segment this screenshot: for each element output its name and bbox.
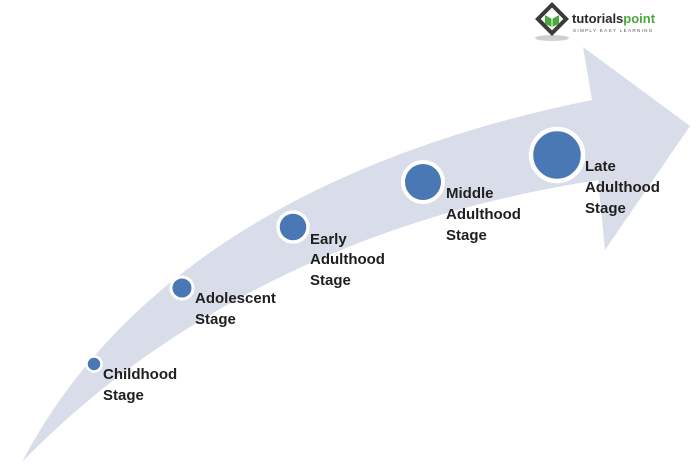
logo-wordmark: tutorialspoint — [572, 11, 656, 26]
tutorialspoint-logo: tutorialspoint SIMPLY EASY LEARNING — [535, 2, 656, 41]
stage-label: Adolescent Stage — [195, 290, 280, 328]
stage-label: Early Adulthood Stage — [310, 231, 389, 289]
stage-dot — [528, 126, 586, 184]
stage-late-adulthood: Late Adulthood Stage — [528, 126, 664, 217]
stage-dot — [169, 275, 195, 301]
stage-childhood: Childhood Stage — [85, 355, 181, 404]
logo-tagline: SIMPLY EASY LEARNING — [573, 28, 654, 33]
stage-label: Late Adulthood Stage — [585, 158, 664, 217]
book-diamond-icon — [535, 2, 569, 41]
stage-middle-adulthood: Middle Adulthood Stage — [401, 160, 525, 244]
stage-dot — [276, 210, 310, 244]
stage-label: Childhood Stage — [103, 366, 181, 404]
stage-adolescent: Adolescent Stage — [169, 275, 280, 328]
stage-label: Middle Adulthood Stage — [446, 185, 525, 244]
stage-dot — [401, 160, 445, 204]
growth-arrow — [22, 47, 690, 462]
stage-dot — [85, 355, 103, 373]
stage-early-adulthood: Early Adulthood Stage — [276, 210, 389, 289]
